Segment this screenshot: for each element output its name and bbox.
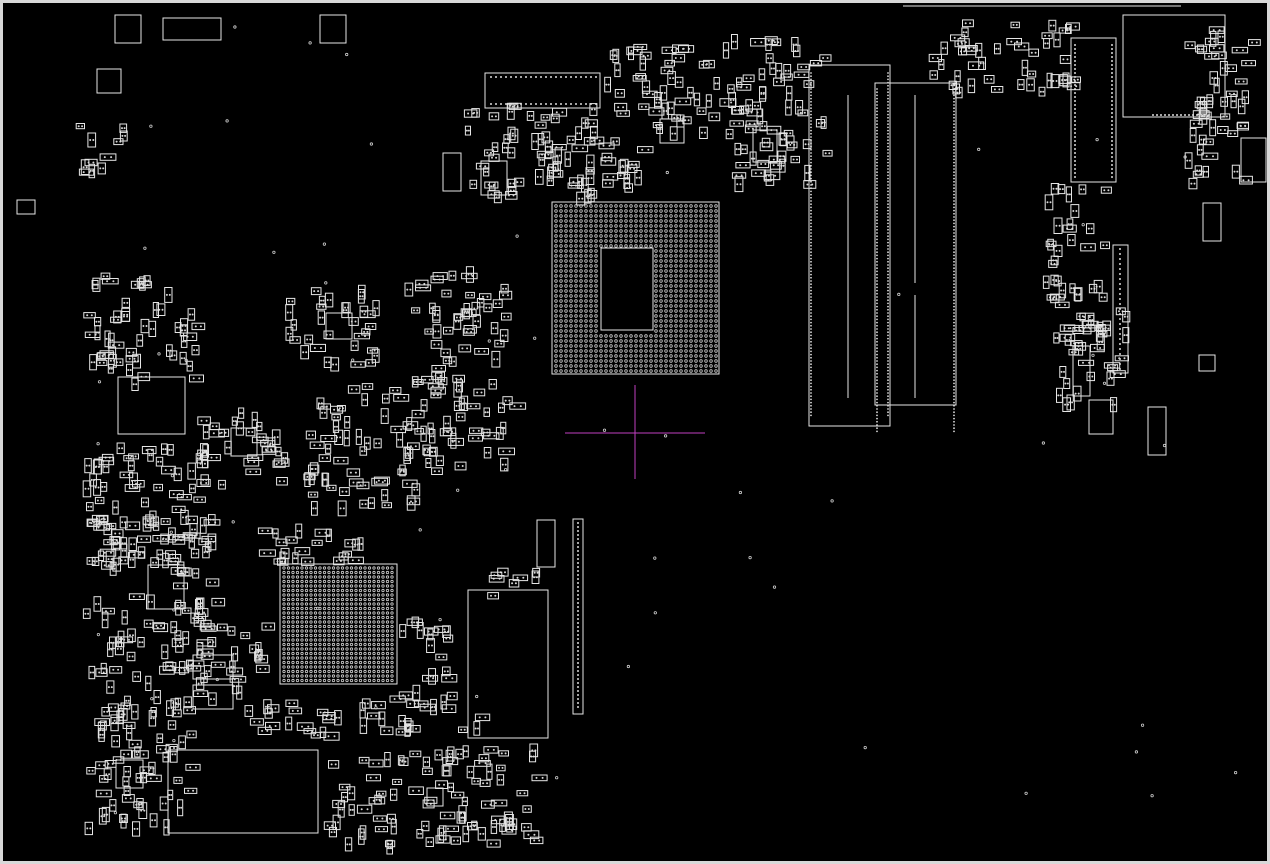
bottom-module[interactable]	[167, 749, 319, 834]
pcb-layout[interactable]	[3, 3, 1267, 861]
right-side-part[interactable]	[1202, 202, 1222, 242]
top-side-part[interactable]	[442, 152, 462, 192]
vertical-header[interactable]	[572, 518, 584, 715]
crosshair-cursor-icon	[565, 385, 705, 479]
right-connector[interactable]	[1070, 37, 1117, 183]
edge-part[interactable]	[1240, 137, 1267, 183]
upper-left-chip[interactable]	[325, 312, 353, 340]
top-left-connector[interactable]	[162, 17, 222, 41]
top-center-chip[interactable]	[659, 118, 685, 144]
vertical-small-conn[interactable]	[536, 519, 556, 568]
chipset-bga-outline[interactable]	[279, 563, 398, 685]
mini-pcie-slot[interactable]	[467, 589, 549, 739]
right-small-part[interactable]	[1147, 406, 1167, 456]
right-header[interactable]	[1112, 244, 1129, 374]
left-qfn-chip[interactable]	[147, 564, 185, 610]
left-lower-block-2[interactable]	[192, 684, 234, 710]
top-connector[interactable]	[484, 72, 601, 109]
right-tiny-chip[interactable]	[1198, 354, 1216, 372]
top-left-smd-block[interactable]	[96, 68, 122, 94]
cpu-socket-center	[600, 247, 654, 331]
top-left-part-2[interactable]	[319, 14, 347, 44]
dimm-slot-2[interactable]	[874, 82, 957, 406]
cpu-socket-outline[interactable]	[551, 201, 720, 375]
top-left-part-1[interactable]	[114, 14, 142, 44]
right-low-chip[interactable]	[1088, 399, 1114, 435]
left-inductor-block[interactable]	[117, 376, 186, 435]
top-center-chip-2[interactable]	[752, 129, 778, 163]
dimm-slot-1[interactable]	[808, 64, 891, 427]
left-edge-part[interactable]	[16, 199, 36, 215]
